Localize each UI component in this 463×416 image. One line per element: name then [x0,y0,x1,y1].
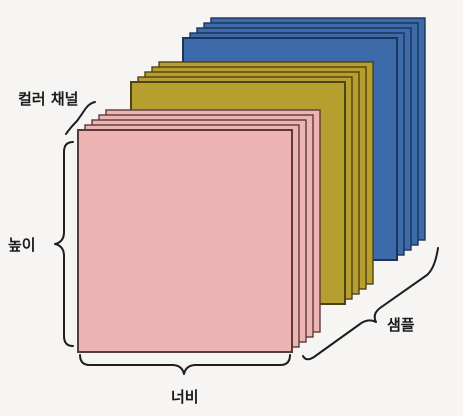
samples-brace [302,247,439,361]
color-channel-brace [65,101,96,135]
height-brace [54,141,74,347]
height-label: 높이 [8,236,36,254]
pink-stack-layer [77,129,293,353]
pink-stack [77,109,321,353]
width-brace [79,354,291,375]
width-label: 너비 [171,388,199,406]
color-channel-label: 컬러 채널 [18,90,78,108]
stacked-layers [77,17,426,353]
samples-label: 샘플 [387,316,415,334]
